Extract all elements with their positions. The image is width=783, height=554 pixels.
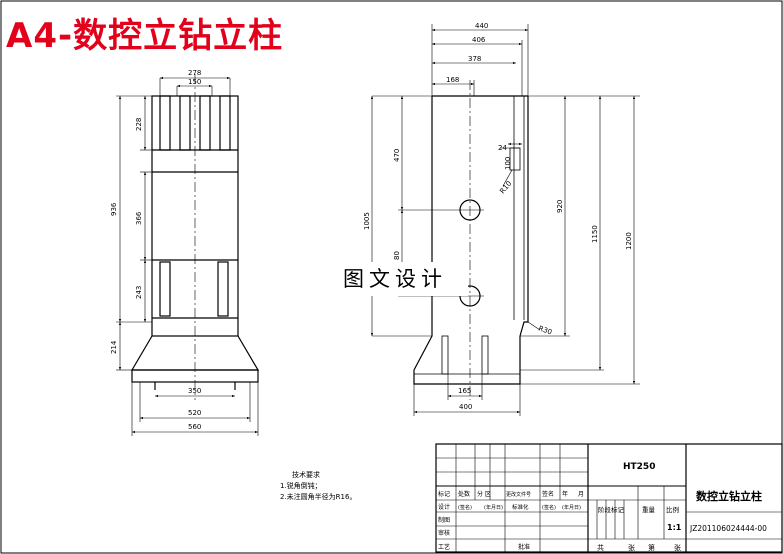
hdr-count: 处数 [458,490,470,498]
dim-350: 350 [188,387,201,395]
dim-243: 243 [135,286,143,299]
label-approve: 批准 [518,543,530,551]
notes-line-2: 2.未注圆角半径为R16。 [280,493,357,501]
hdr-mark: 标记 [438,490,450,498]
banner-title: A4-数控立钻立柱 [6,16,284,56]
label-scale: 比例 [666,505,679,514]
label-standardize: 标准化 [512,503,529,511]
label-total: 共 [597,543,604,552]
dim-470: 470 [393,149,401,162]
hdr-zone: 分 区 [477,490,491,498]
dim-100: 100 [504,157,512,170]
dim-378: 378 [468,55,481,63]
dim-560: 560 [188,423,201,431]
dim-1200: 1200 [625,232,633,250]
sign-paren: (签名) [458,504,472,511]
title-block [435,443,783,553]
front-view [130,74,260,400]
label-sheet-unit-2: 张 [674,543,681,552]
label-review: 审核 [438,529,450,537]
date-paren: (年月日) [484,504,503,511]
dim-920: 920 [556,200,564,213]
hdr-change: 更改文件号 [506,491,531,498]
notes-heading: 技术要求 [292,471,320,479]
watermark-text: 图文设计 [322,262,468,296]
label-stage-mark: 阶段标记 [598,505,625,514]
side-view-dimensions [370,24,640,416]
dim-150: 150 [188,78,201,86]
title-material: HT250 [623,462,655,472]
dim-400: 400 [459,403,472,411]
hdr-sign: 签名 [542,490,554,498]
dim-r30: R30 [537,324,553,336]
dim-440: 440 [475,22,488,30]
dim-406: 406 [472,36,486,44]
front-view-dimensions [116,76,259,436]
title-scale: 1:1 [667,523,682,532]
sign-paren-2: (签名) [542,504,556,511]
label-sheet-unit: 张 [628,543,635,552]
notes-line-1: 1.锐角倒钝； [280,482,322,490]
dim-24: 24 [498,144,507,152]
hdr-month: 月 [578,491,584,498]
dim-1150: 1150 [591,225,599,243]
dim-r10: R10 [498,180,513,196]
dim-165: 165 [458,387,471,395]
dim-228: 228 [135,118,143,131]
title-drawing-name: 数控立钻立柱 [696,489,762,503]
label-weight: 重量 [642,506,656,514]
label-page: 第 [648,543,655,552]
dim-80: 80 [393,251,401,260]
dim-366: 366 [135,211,143,225]
dim-936: 936 [110,202,118,216]
dim-214: 214 [110,340,118,354]
dim-168: 168 [446,76,459,84]
label-design: 设计 [438,503,450,511]
technical-notes: 技术要求 1.锐角倒钝； 2.未注圆角半径为R16。 [280,470,440,503]
label-process: 工艺 [438,543,450,551]
dim-520: 520 [188,409,201,417]
label-draw: 制图 [438,516,450,524]
dim-1005: 1005 [363,212,371,230]
dim-278: 278 [188,69,201,77]
title-drawing-code: JZ201106024444-00 [689,524,767,533]
date-paren-2: (年月日) [562,504,581,511]
hdr-year: 年 [562,490,568,498]
side-view [413,80,529,400]
